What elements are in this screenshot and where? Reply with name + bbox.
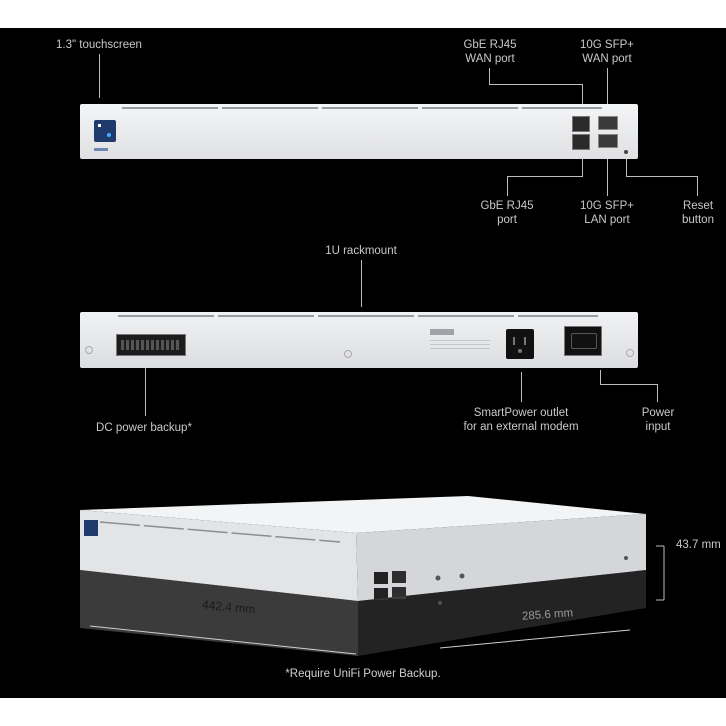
unifi-logo-icon-rear <box>430 329 454 335</box>
lan-rj45-port[interactable] <box>572 134 590 150</box>
wan-rj45-callout-line <box>489 68 490 84</box>
front-panel <box>80 104 638 159</box>
rating-label <box>430 340 490 352</box>
chassis-top <box>80 496 646 533</box>
lan-rj45-callout-line <box>582 159 583 176</box>
smartpower-outlet[interactable] <box>506 329 534 359</box>
power-input-socket[interactable] <box>564 326 602 356</box>
power-input-callout-line <box>600 370 601 384</box>
wan-sfp-port[interactable] <box>598 116 618 130</box>
dc-backup-connector[interactable] <box>116 334 186 356</box>
touchscreen-3d <box>84 520 98 536</box>
rj45-port-3d-1 <box>374 572 388 584</box>
perspective-view <box>80 496 665 656</box>
sfp-port-3d-1 <box>392 571 406 583</box>
chassis-front <box>80 510 358 601</box>
unifi-logo-icon <box>94 148 108 151</box>
depth-dim-line <box>439 629 631 649</box>
screw-3d-3 <box>438 601 442 605</box>
wan-sfp-label: 10G SFP+WAN port <box>579 39 634 65</box>
side-reflection <box>358 570 646 656</box>
lan-sfp-callout-line <box>607 159 608 196</box>
reset-callout-line <box>626 159 627 177</box>
dc-backup-label: DC power backup* <box>96 422 192 434</box>
chassis-reflection <box>80 570 358 656</box>
lan-sfp-port[interactable] <box>598 134 618 148</box>
rackmount-label: 1U rackmount <box>325 245 397 257</box>
front-vent-3d <box>99 521 341 543</box>
screw-3d-2 <box>459 573 465 579</box>
screw-3d-4 <box>624 556 628 560</box>
chassis-side <box>356 514 646 601</box>
screw-icon-right <box>626 349 634 357</box>
footnote: *Require UniFi Power Backup. <box>285 668 441 680</box>
rear-vent <box>118 315 598 317</box>
reset-button[interactable] <box>624 150 628 154</box>
smartpower-callout-line <box>521 372 522 402</box>
sfp-port-3d-2 <box>392 587 406 599</box>
ground-screw-icon <box>85 346 93 354</box>
rear-panel <box>80 312 638 368</box>
dc-backup-callout-line <box>145 368 146 416</box>
touchscreen-callout-line <box>99 54 100 98</box>
width-dim-line <box>89 625 357 655</box>
height-dimension-label: 43.7 mm <box>676 539 721 551</box>
front-vent <box>122 107 602 109</box>
rj45-port-3d-2 <box>374 588 388 600</box>
touchscreen-label: 1.3" touchscreen <box>56 39 142 51</box>
lan-sfp-label: 10G SFP+LAN port <box>579 200 634 226</box>
screw-icon <box>344 350 352 358</box>
wan-rj45-port[interactable] <box>572 116 590 132</box>
wan-sfp-callout-line <box>607 68 608 116</box>
screw-3d-1 <box>435 575 441 581</box>
touchscreen-display[interactable] <box>94 120 116 142</box>
rackmount-callout-line <box>361 260 362 307</box>
